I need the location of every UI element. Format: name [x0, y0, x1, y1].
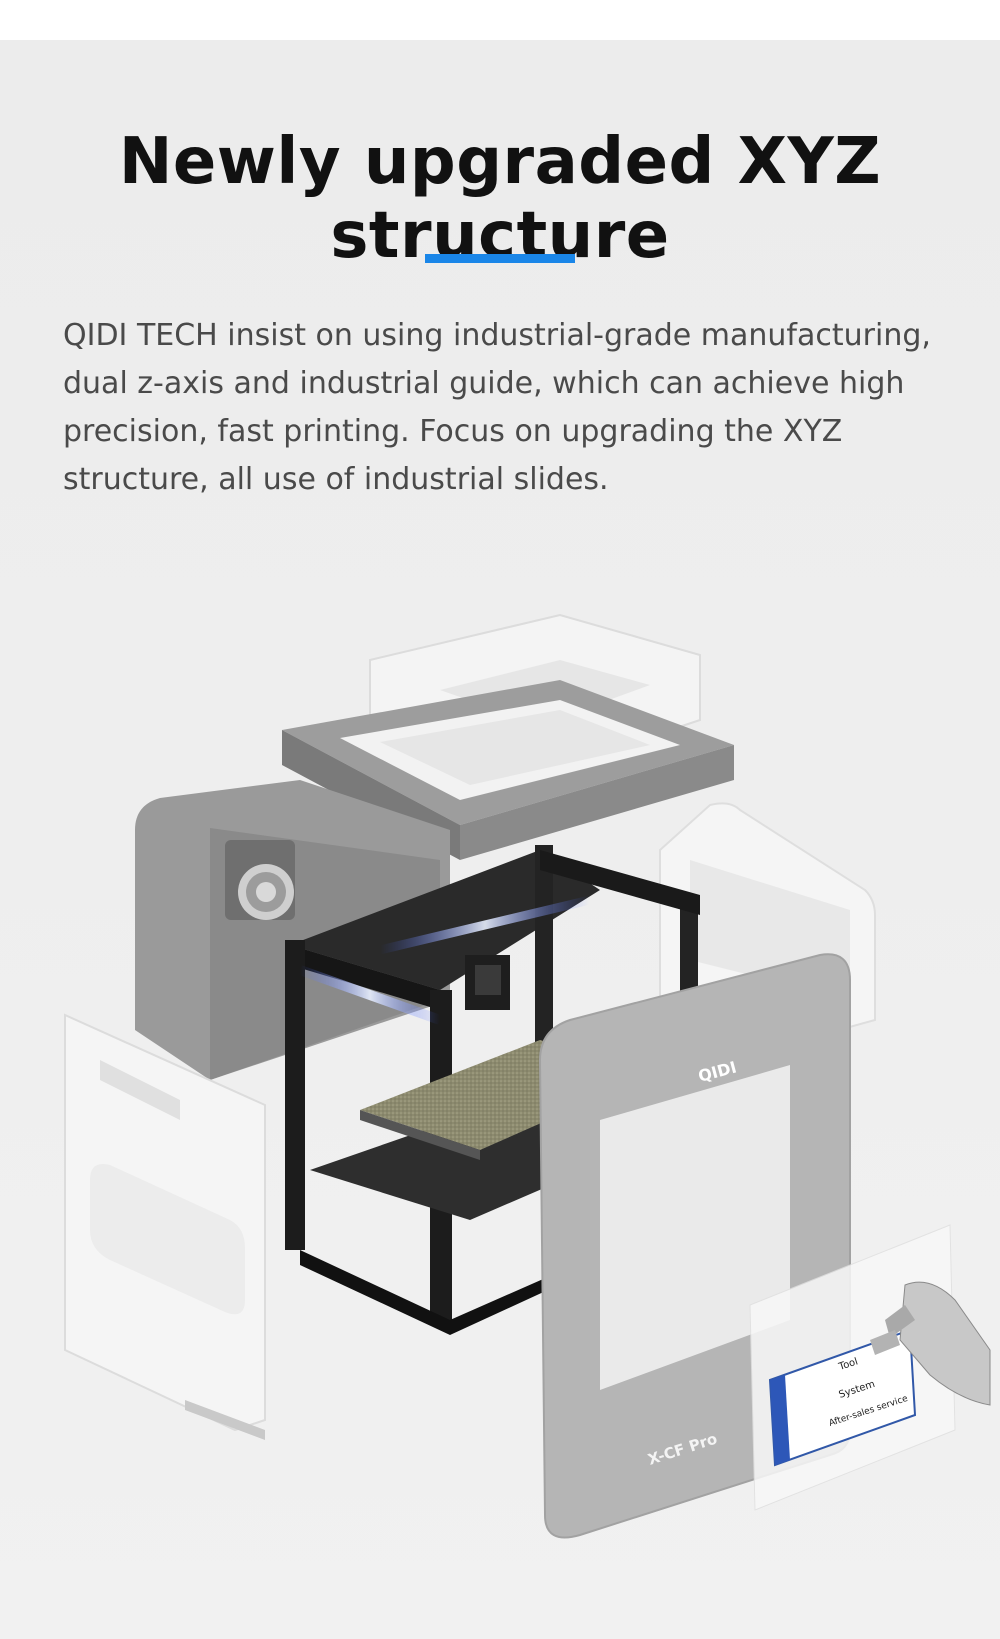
- left-panel: [64, 1013, 266, 1440]
- robot-hand-image: [870, 1281, 991, 1406]
- accent-divider: [425, 254, 575, 263]
- exploded-printer-illustration: QIDI X-CF Pro Tool System After-sales se…: [0, 560, 1000, 1639]
- page-title: Newly upgraded XYZ structure: [118, 125, 882, 273]
- description-text: QIDI TECH insist on using industrial-gra…: [63, 318, 931, 497]
- core-frame: [285, 845, 700, 1335]
